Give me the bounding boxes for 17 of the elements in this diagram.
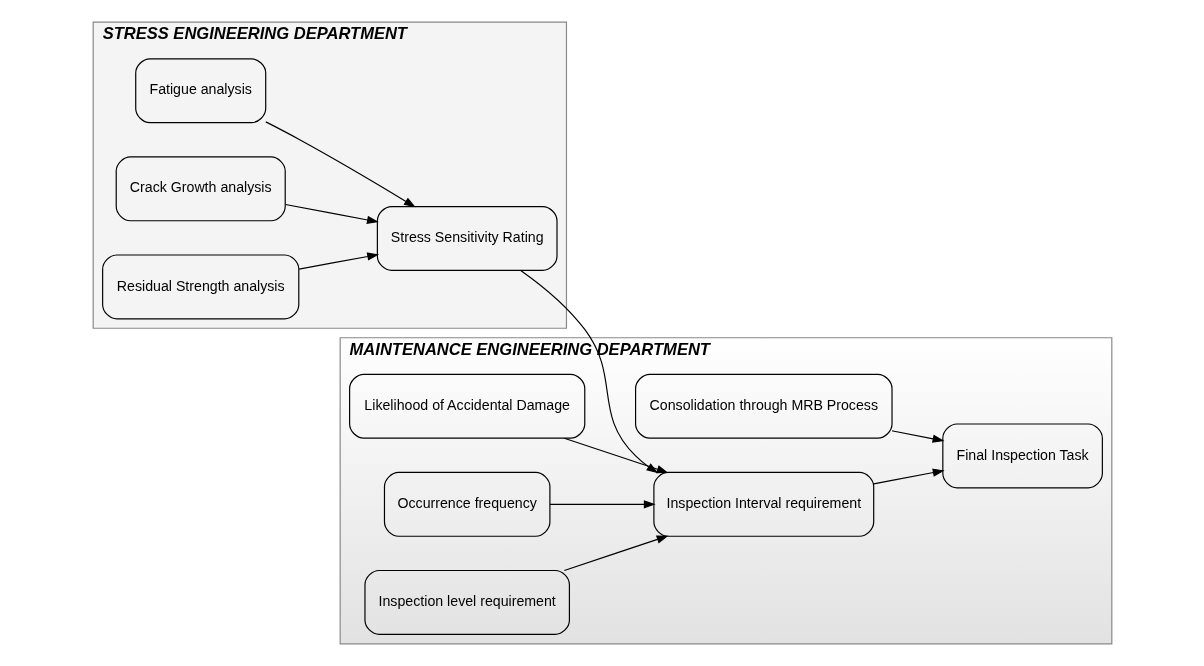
node-box: Final Inspection Task [941,423,1103,489]
node-box: Inspection level requirement [363,569,570,635]
node-box: Occurrence frequency [383,471,550,537]
arrow [264,121,416,208]
arrow [872,468,945,485]
arrow [563,535,668,572]
node-box: Likelihood of Accidental Damage [348,373,585,439]
node-box: Inspection Interval requirement [652,471,874,537]
node-box: Crack Growth analysis [115,156,286,222]
node-box: Stress Sensitivity Rating [376,205,558,271]
arrow [891,430,944,443]
node-box: Fatigue analysis [134,58,266,124]
node-box: Consolidation through MRB Process [634,373,893,439]
arrow [548,500,656,509]
arrow [298,252,379,270]
node-box: Residual Strength analysis [101,254,299,320]
arrow [284,203,379,224]
